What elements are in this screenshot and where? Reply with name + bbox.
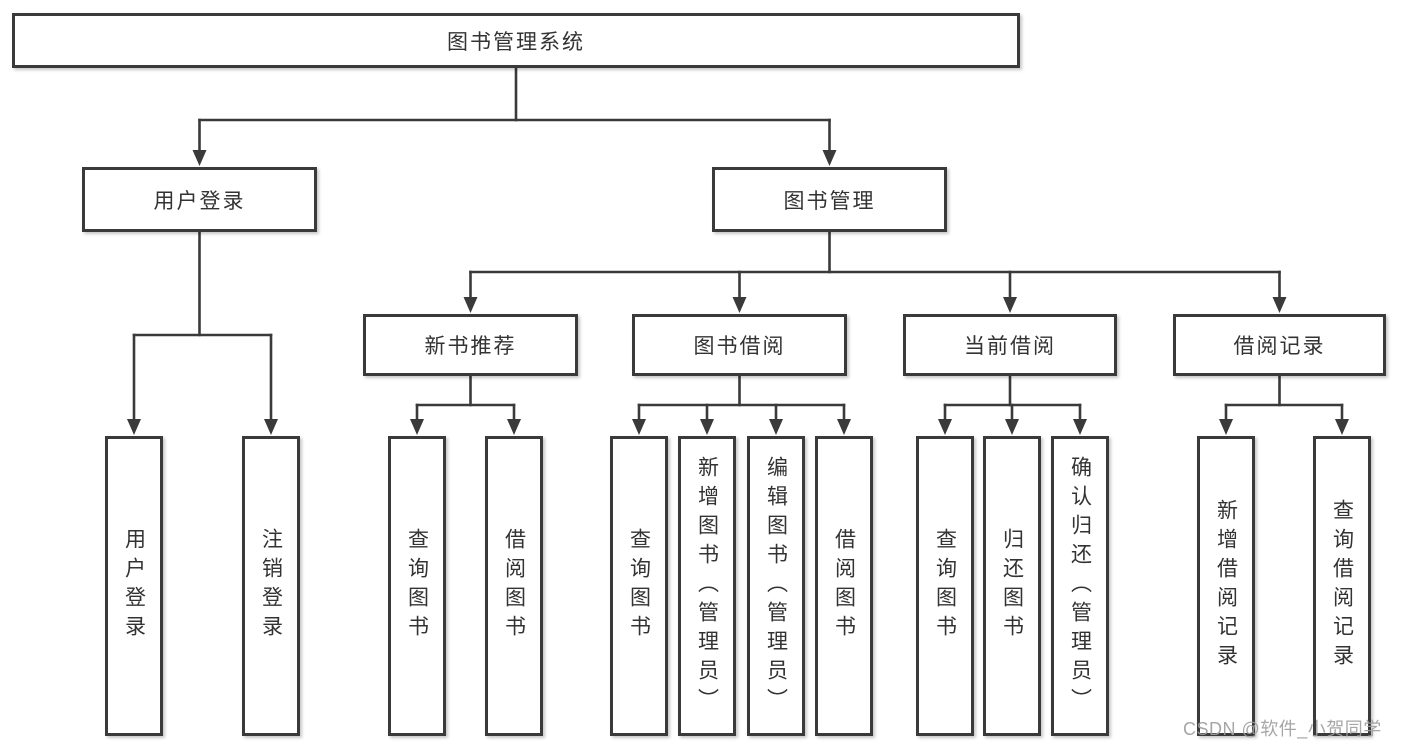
node-label: 新书推荐 [424,335,517,358]
arrowhead-icon [507,419,521,435]
node-label: 编辑图书（管理员） [764,455,788,717]
arrowhead-icon [837,419,851,435]
arrowhead-icon [463,297,478,313]
watermark: CSDN @软件_小贺同学 [1183,719,1382,739]
node-label: 用户登录 [153,189,246,213]
arrowhead-icon [127,419,141,435]
node-label: 新增图书（管理员） [695,455,719,717]
node-label: 确认归还（管理员） [1068,455,1092,717]
node-leaf-bor-edit: 编辑图书（管理员） [747,436,805,736]
node-label: 查询借阅记录 [1330,499,1354,673]
node-leaf-rec2-query: 查询借阅记录 [1313,436,1371,736]
arrowhead-icon [938,419,952,435]
node-label: 归还图书 [1000,528,1024,644]
arrowhead-icon [1073,419,1087,435]
node-label: 图书管理系统 [447,30,585,54]
node-records: 借阅记录 [1173,314,1386,376]
node-login: 用户登录 [82,167,317,232]
node-leaf-user-login: 用户登录 [105,436,163,736]
arrowhead-icon [1335,419,1349,435]
node-leaf-cur-return: 归还图书 [983,436,1041,736]
node-label: 注销登录 [259,528,283,644]
arrowhead-icon [732,297,747,313]
arrowhead-icon [1005,419,1019,435]
node-label: 借阅图书 [502,528,526,644]
node-leaf-logout: 注销登录 [242,436,300,736]
node-label: 图书管理 [783,189,876,213]
arrowhead-icon [822,150,837,166]
node-label: 当前借阅 [964,335,1056,358]
node-current: 当前借阅 [903,314,1117,376]
node-label: 查询图书 [627,528,651,644]
node-label: 新增借阅记录 [1214,499,1238,673]
node-leaf-cur-query: 查询图书 [916,436,974,736]
node-leaf-rec-query: 查询图书 [388,436,446,736]
node-label: 图书借阅 [693,335,786,358]
node-root: 图书管理系统 [12,13,1020,68]
node-recommend: 新书推荐 [363,314,578,376]
node-label: 查询图书 [933,528,957,644]
node-label: 借阅记录 [1233,335,1326,358]
node-leaf-rec-borrow: 借阅图书 [485,436,543,736]
arrowhead-icon [1003,297,1017,313]
node-leaf-bor-add: 新增图书（管理员） [678,436,736,736]
node-borrow: 图书借阅 [632,314,847,376]
node-leaf-cur-confirm: 确认归还（管理员） [1051,436,1109,736]
arrowhead-icon [1219,419,1233,435]
node-mgmt: 图书管理 [712,167,947,232]
node-label: 用户登录 [122,528,146,644]
arrowhead-icon [769,419,783,435]
node-leaf-bor-query: 查询图书 [610,436,668,736]
node-leaf-bor-borrow: 借阅图书 [815,436,873,736]
arrowhead-icon [192,150,207,166]
arrowhead-icon [700,419,714,435]
arrowhead-icon [264,419,278,435]
arrowhead-icon [632,419,646,435]
arrowhead-icon [1272,297,1287,313]
node-leaf-rec-add: 新增借阅记录 [1197,436,1255,736]
node-label: 借阅图书 [832,528,856,644]
arrowhead-icon [410,419,424,435]
node-label: 查询图书 [405,528,429,644]
